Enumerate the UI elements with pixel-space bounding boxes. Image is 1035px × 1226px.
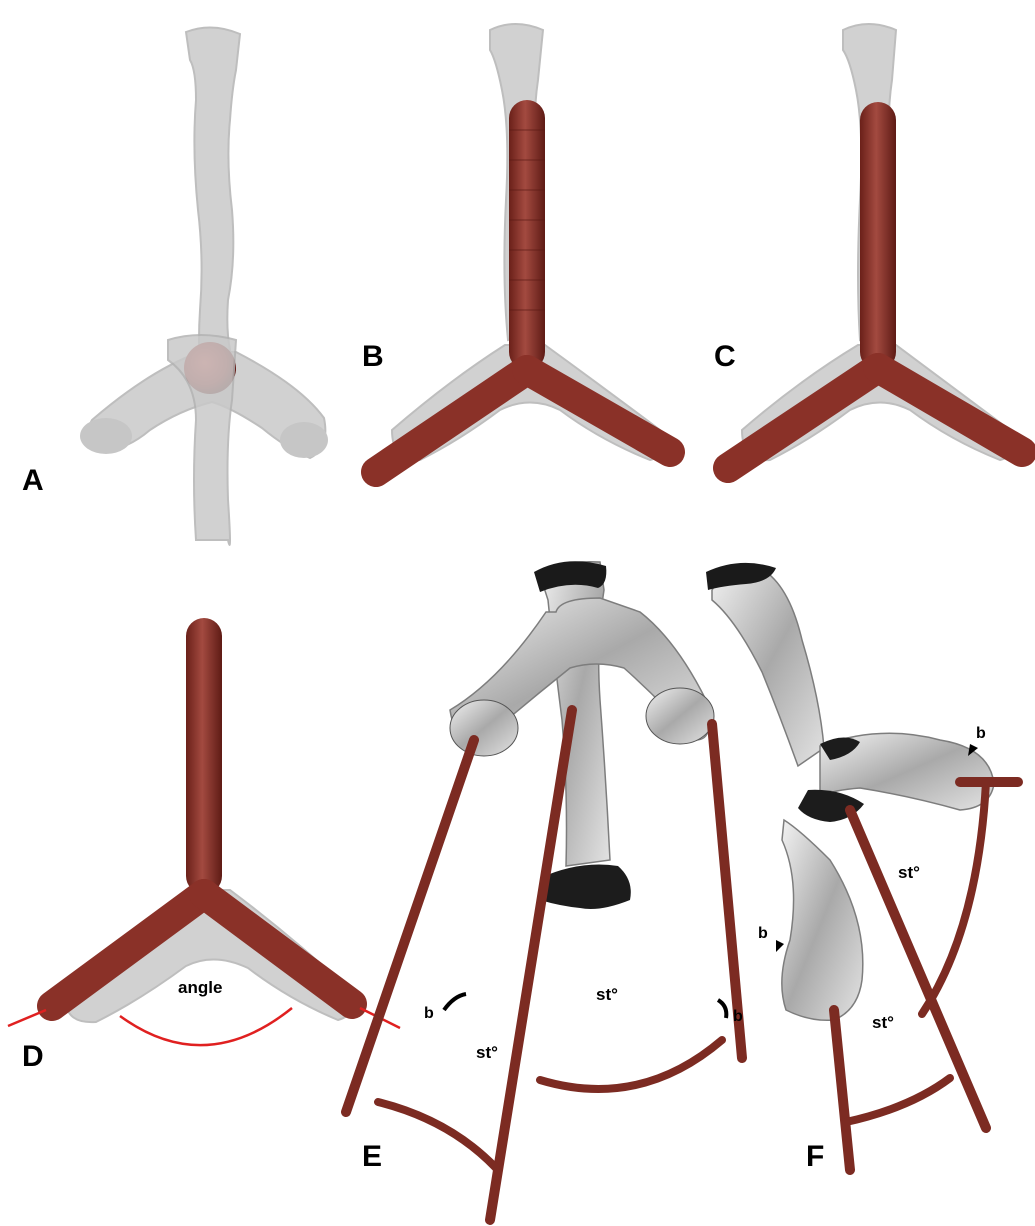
rod-f-diagonal: [850, 810, 986, 1128]
label-b-e-left: b: [424, 1005, 434, 1022]
panel-d: angle D: [8, 335, 400, 1073]
rod-e-left: [346, 740, 474, 1112]
arrow-b-e-left: [444, 994, 466, 1010]
rod-shaft-d: [186, 618, 222, 894]
rod-f-vertical: [834, 1010, 850, 1170]
panel-label-e: E: [362, 1140, 382, 1173]
label-b-e-right: b: [733, 1008, 743, 1025]
rod-shaft-c: [860, 102, 896, 370]
silver-bone-e: [450, 561, 714, 909]
label-b-f-top: b: [976, 725, 986, 742]
rod-f-arc-bottom: [846, 1078, 950, 1122]
rod-assembly-e: [346, 710, 742, 1220]
panel-label-d: D: [22, 1040, 44, 1073]
panel-label-f: F: [806, 1140, 824, 1173]
rod-f-arc-top: [922, 782, 986, 1014]
panel-c: C: [714, 24, 1022, 468]
panel-label-b: B: [362, 340, 384, 373]
panel-e: b b st° st° E: [346, 561, 743, 1220]
panel-f: b b st° st° F: [706, 563, 1018, 1173]
arrowhead-b-f-bottom: [776, 940, 784, 952]
rod-shaft-b: [509, 100, 545, 370]
angle-label: angle: [178, 978, 222, 997]
label-st-f-bottom: st°: [872, 1013, 894, 1032]
angle-ray-left: [8, 1010, 46, 1026]
panel-a: A: [22, 27, 328, 497]
panel-label-c: C: [714, 340, 736, 373]
panel-b: B: [362, 24, 670, 472]
rod-branch-right-c: [878, 368, 1022, 452]
rod-branch-right-b: [527, 370, 670, 452]
label-st-e-left: st°: [476, 1043, 498, 1062]
panel-label-a: A: [22, 464, 44, 497]
arrow-b-e-right: [718, 1000, 726, 1018]
label-st-e-right: st°: [596, 985, 618, 1004]
rod-e-arc-right: [540, 1040, 722, 1089]
rod-e-arc-left: [378, 1102, 496, 1168]
angle-arc: [120, 1008, 292, 1045]
rod-e-center: [490, 710, 572, 1220]
label-st-f-top: st°: [898, 863, 920, 882]
label-b-f-bottom: b: [758, 925, 768, 942]
